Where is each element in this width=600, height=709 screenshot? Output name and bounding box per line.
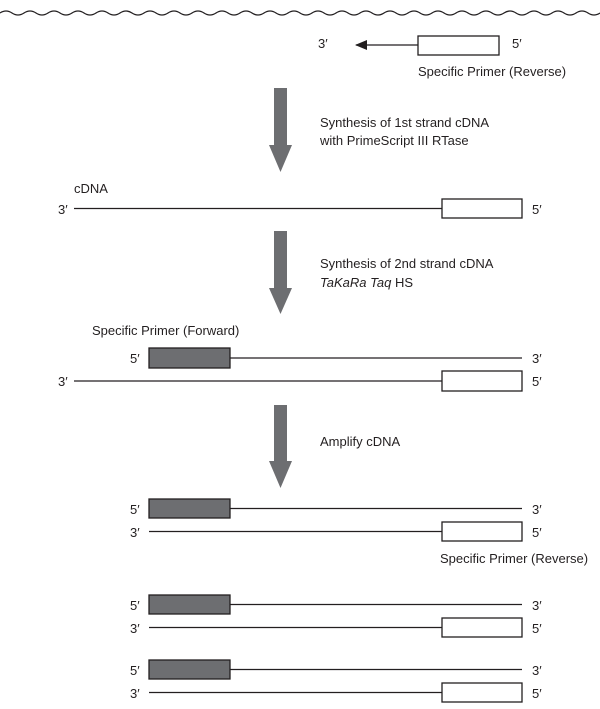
step-arrow-icon <box>269 231 292 314</box>
amp2-bottom-5prime-label: 5′ <box>532 621 542 636</box>
step-1-line-2: with PrimeScript III RTase <box>319 133 469 148</box>
amp3-forward-primer-box <box>148 659 231 680</box>
ss-reverse-primer-box <box>441 370 523 392</box>
amp1-forward-primer-box <box>148 498 231 519</box>
amplified-copy-2: 5′ 3′ 3′ 5′ <box>130 594 542 638</box>
rna-reverse-primer-label: Specific Primer (Reverse) <box>418 64 566 79</box>
step-3: Amplify cDNA <box>269 405 401 488</box>
amp2-bottom-3prime-label: 3′ <box>130 621 140 636</box>
amp2-top-3prime-label: 3′ <box>532 598 542 613</box>
rna-reverse-primer-group: 3′ 5′ Specific Primer (Reverse) <box>318 35 566 79</box>
ss-bottom-5prime-label: 5′ <box>532 374 542 389</box>
rna-template-strand <box>0 10 600 16</box>
cdna-3prime-label: 3′ <box>58 202 68 217</box>
ss-top-3prime-label: 3′ <box>532 351 542 366</box>
step-3-line-1: Amplify cDNA <box>320 434 401 449</box>
amp3-top-5prime-label: 5′ <box>130 663 140 678</box>
cdna-primer-box <box>441 198 523 219</box>
step-1-line-1: Synthesis of 1st strand cDNA <box>320 115 489 130</box>
amp1-bottom-5prime-label: 5′ <box>532 525 542 540</box>
step-1: Synthesis of 1st strand cDNA with PrimeS… <box>269 88 489 172</box>
second-strand-synthesis: Specific Primer (Forward) 5′ 3′ 3′ 5′ <box>58 323 542 392</box>
step-2-line-2: TaKaRa Taq HS <box>320 275 413 290</box>
forward-primer-box <box>148 347 231 369</box>
cdna-5prime-label: 5′ <box>532 202 542 217</box>
rna-primer-5prime-label: 5′ <box>512 36 522 51</box>
amp3-top-3prime-label: 3′ <box>532 663 542 678</box>
ss-top-5prime-label: 5′ <box>130 351 140 366</box>
step-2: Synthesis of 2nd strand cDNA TaKaRa Taq … <box>269 231 494 314</box>
amp3-reverse-primer-box <box>441 682 523 703</box>
step-2-line-1: Synthesis of 2nd strand cDNA <box>320 256 494 271</box>
first-strand-cdna: cDNA 3′ 5′ <box>58 181 542 219</box>
rna-primer-3prime-label: 3′ <box>318 36 328 51</box>
step-2-enzyme-italic: TaKaRa Taq <box>320 275 392 290</box>
ss-bottom-3prime-label: 3′ <box>58 374 68 389</box>
step-arrow-icon <box>269 88 292 172</box>
amp3-bottom-3prime-label: 3′ <box>130 686 140 701</box>
step-arrow-icon <box>269 405 292 488</box>
amp2-forward-primer-box <box>148 594 231 615</box>
amp2-top-5prime-label: 5′ <box>130 598 140 613</box>
cdna-label: cDNA <box>74 181 108 196</box>
step-2-enzyme-rest: HS <box>391 275 413 290</box>
amp1-top-3prime-label: 3′ <box>532 502 542 517</box>
amp-reverse-primer-label: Specific Primer (Reverse) <box>440 551 588 566</box>
forward-primer-label: Specific Primer (Forward) <box>92 323 239 338</box>
amp1-reverse-primer-box <box>441 521 523 542</box>
amp3-bottom-5prime-label: 5′ <box>532 686 542 701</box>
rna-reverse-primer-box <box>417 35 500 56</box>
amplified-copy-1: 5′ 3′ 3′ 5′ Specific Primer (Reverse) <box>130 498 588 566</box>
amplified-copy-3: 5′ 3′ 3′ 5′ <box>130 659 542 703</box>
amp1-bottom-3prime-label: 3′ <box>130 525 140 540</box>
amp2-reverse-primer-box <box>441 617 523 638</box>
amp1-top-5prime-label: 5′ <box>130 502 140 517</box>
